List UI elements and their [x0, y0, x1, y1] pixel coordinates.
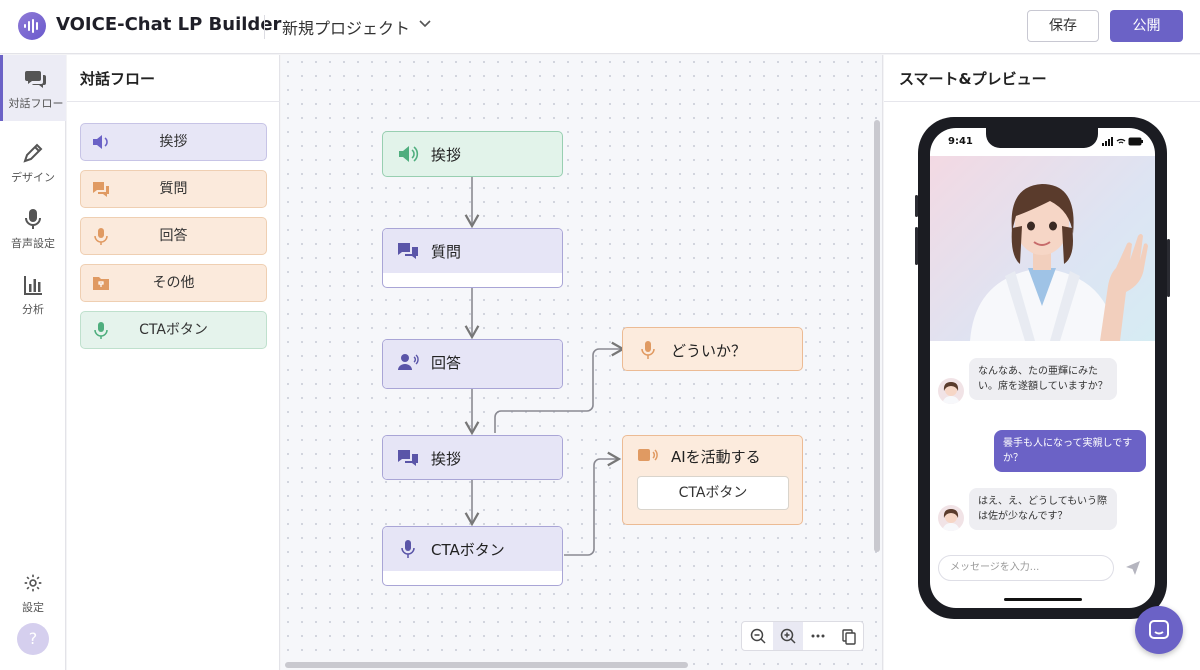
node-label: AIを活動する — [671, 448, 761, 466]
send-icon[interactable] — [1124, 559, 1142, 577]
bar-chart-icon — [24, 276, 42, 295]
rail-item-voice-settings[interactable]: 音声設定 — [0, 195, 66, 261]
flow-node-cta[interactable]: CTAボタン — [382, 526, 563, 586]
app-logo-icon — [18, 12, 46, 40]
node-cta-button[interactable]: CTAボタン — [637, 476, 789, 510]
rail-item-design[interactable]: デザイン — [0, 129, 66, 195]
phone-mockup: 9:41 — [915, 117, 1170, 619]
palette-item-cta[interactable]: CTAボタン — [80, 311, 267, 349]
phone-screen: 9:41 — [930, 128, 1155, 608]
node-label: 回答 — [431, 354, 462, 372]
palette-item-label: 質問 — [159, 181, 188, 197]
palette-item-other[interactable]: その他 — [80, 264, 267, 302]
node-label: 挨拶 — [431, 146, 462, 164]
palette-title: 対話フロー — [80, 70, 156, 88]
chevron-down-icon[interactable] — [418, 19, 432, 29]
rail-label: デザイン — [11, 171, 55, 184]
status-icons — [1102, 137, 1143, 146]
divider — [67, 101, 280, 102]
horizontal-scrollbar[interactable] — [285, 662, 688, 668]
left-rail: 対話フロー デザイン 音声設定 分析 設定 ? — [0, 55, 66, 670]
speaker-icon — [93, 135, 108, 149]
home-indicator — [1004, 598, 1082, 601]
node-label: どういか？ — [671, 342, 747, 360]
chat-bubbles-icon — [25, 71, 46, 88]
avatar — [938, 505, 964, 531]
zoom-toolbar — [741, 621, 864, 651]
status-time: 9:41 — [948, 136, 973, 147]
chat-support-button[interactable] — [1135, 606, 1183, 654]
speaker-icon — [399, 146, 419, 162]
palette-item-greeting[interactable]: 挨拶 — [80, 123, 267, 161]
flow-node-ai[interactable]: AIを活動する CTAボタン — [622, 435, 803, 525]
zoom-out-icon[interactable] — [743, 622, 773, 650]
message-input[interactable]: メッセージを入力... — [938, 555, 1114, 581]
rail-item-settings[interactable]: 設定 — [0, 569, 66, 619]
rail-item-dialog-flow[interactable]: 対話フロー — [0, 55, 66, 121]
project-selector[interactable]: 新規プロジェクト — [282, 19, 411, 38]
person-voice-icon — [398, 354, 419, 370]
copy-icon[interactable] — [833, 622, 863, 650]
assistant-illustration — [970, 184, 1148, 341]
palette-item-answer[interactable]: 回答 — [80, 217, 267, 255]
chat-message-bot: はえ、え、どうしてもいう際は佐が少なんです？ — [969, 488, 1117, 530]
phone-side-button — [915, 227, 918, 265]
save-button[interactable]: 保存 — [1027, 10, 1099, 42]
chat-message-user: 曇手も人になって実親しですか？ — [994, 430, 1146, 472]
divider — [884, 101, 1200, 102]
zoom-in-icon[interactable] — [773, 622, 803, 650]
node-label: CTAボタン — [431, 541, 505, 559]
phone-side-button — [1167, 239, 1170, 297]
app-title: VOICE-Chat LP Builder — [56, 14, 282, 35]
microphone-icon — [641, 341, 655, 359]
avatar — [938, 378, 964, 404]
rail-label: 音声設定 — [11, 237, 55, 250]
chat-icon — [1149, 620, 1169, 639]
flow-node-how-about[interactable]: どういか？ — [622, 327, 803, 371]
phone-side-button — [915, 195, 918, 217]
help-button[interactable]: ? — [17, 623, 49, 655]
more-options-icon[interactable] — [803, 622, 833, 650]
rail-label: 対話フロー — [8, 97, 64, 110]
microphone-icon — [94, 228, 108, 245]
chat-icon — [93, 182, 109, 197]
publish-button[interactable]: 公開 — [1110, 10, 1183, 42]
node-header — [383, 527, 562, 571]
palette-item-label: 挨拶 — [159, 134, 188, 150]
flow-palette-panel: 対話フロー 挨拶 質問 回答 その他 — [67, 55, 280, 670]
palette-item-label: 回答 — [159, 228, 188, 244]
ai-voice-icon — [638, 449, 658, 461]
microphone-icon — [25, 209, 41, 229]
phone-notch — [986, 128, 1098, 148]
node-label: 質問 — [431, 243, 462, 261]
flow-canvas[interactable]: 挨拶 質問 回答 挨拶 CTAボタン — [281, 55, 883, 670]
rail-item-analytics[interactable]: 分析 — [0, 261, 66, 327]
preview-title: スマート&プレビュー — [899, 70, 1047, 88]
pen-icon — [23, 143, 43, 163]
rail-label: 分析 — [22, 303, 44, 316]
palette-item-question[interactable]: 質問 — [80, 170, 267, 208]
flow-node-greeting[interactable]: 挨拶 — [382, 131, 563, 177]
folder-icon — [93, 277, 109, 290]
palette-item-label: CTAボタン — [139, 322, 208, 338]
chat-icon — [398, 450, 418, 466]
flow-edges — [464, 177, 626, 556]
avatar-hero-image — [930, 156, 1155, 341]
node-label: 挨拶 — [431, 450, 462, 468]
flow-node-answer[interactable]: 回答 — [382, 339, 563, 389]
chat-icon — [398, 243, 418, 259]
flow-node-greeting-2[interactable]: 挨拶 — [382, 435, 563, 480]
vertical-scrollbar[interactable] — [874, 120, 880, 552]
microphone-icon — [94, 322, 108, 339]
top-bar: VOICE-Chat LP Builder 新規プロジェクト 保存 公開 — [0, 0, 1200, 54]
header-divider — [264, 15, 265, 39]
chat-message-bot: なんなあ、たの亜輝にみたい。席を遂額していますか？ — [969, 358, 1117, 400]
flow-node-question[interactable]: 質問 — [382, 228, 563, 288]
rail-label: 設定 — [22, 601, 44, 614]
microphone-icon — [401, 540, 415, 558]
node-header — [383, 340, 562, 388]
gear-icon — [24, 574, 42, 592]
palette-item-label: その他 — [152, 275, 195, 291]
